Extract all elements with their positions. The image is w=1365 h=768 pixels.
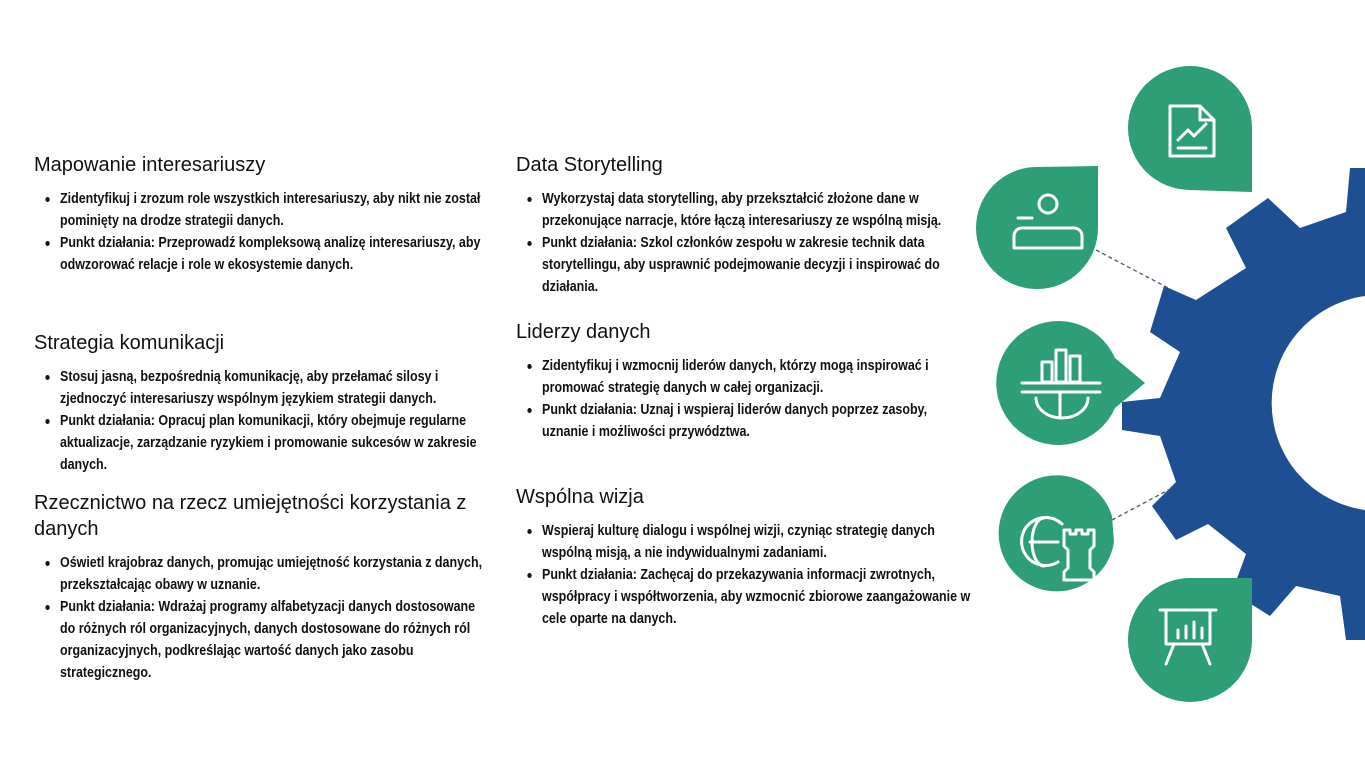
- bullet-item: Punkt działania: Zachęcaj do przekazywan…: [527, 564, 975, 630]
- bullet-list: Zidentyfikuj i zrozum role wszystkich in…: [34, 188, 484, 276]
- connector-line: [1111, 487, 1173, 521]
- bullet-item: Punkt działania: Wdrażaj programy alfabe…: [45, 596, 483, 684]
- section-rzecznictwo: Rzecznictwo na rzecz umiejętności korzys…: [34, 490, 484, 684]
- bullet-list: Oświetl krajobraz danych, promując umiej…: [34, 552, 484, 684]
- bullet-list: Zidentyfikuj i wzmocnij liderów danych, …: [516, 355, 956, 443]
- section-title: Liderzy danych: [516, 321, 651, 343]
- section-title: Strategia komunikacji: [34, 332, 225, 354]
- section-mapowanie-interesariuszy: Mapowanie interesariuszy Zidentyfikuj i …: [34, 152, 484, 276]
- bullet-item: Zidentyfikuj i wzmocnij liderów danych, …: [527, 355, 955, 399]
- presentation-chart-icon: [1158, 608, 1218, 666]
- bullet-item: Punkt działania: Przeprowadź kompleksową…: [45, 232, 483, 276]
- gear-diagram: [976, 66, 1365, 702]
- connectors: [1095, 249, 1173, 521]
- bullet-item: Stosuj jasną, bezpośrednią komunikację, …: [45, 366, 483, 410]
- node-presentation-chart: [1128, 578, 1252, 702]
- bullet-item: Oświetl krajobraz danych, promując umiej…: [45, 552, 483, 596]
- node-person: [976, 166, 1098, 289]
- bullet-item: Punkt działania: Uznaj i wspieraj lideró…: [527, 399, 955, 443]
- person-icon: [1012, 193, 1084, 250]
- node-shape: [998, 475, 1114, 592]
- globe-rook-icon: [1020, 516, 1096, 582]
- bullet-list: Wspieraj kulturę dialogu i wspólnej wizj…: [516, 520, 976, 630]
- gear-shape: [1122, 168, 1365, 640]
- gear: [1122, 168, 1365, 640]
- bullet-list: Wykorzystaj data storytelling, aby przek…: [516, 188, 956, 298]
- section-title: Mapowanie interesariuszy: [34, 154, 266, 176]
- section-wspolna-wizja: Wspólna wizja Wspieraj kulturę dialogu i…: [516, 484, 976, 630]
- bullet-item: Wspieraj kulturę dialogu i wspólnej wizj…: [527, 520, 975, 564]
- bar-chart-globe-icon: [1020, 348, 1102, 420]
- section-title: Rzecznictwo na rzecz umiejętności korzys…: [34, 492, 467, 540]
- node-document-chart: [1128, 66, 1252, 192]
- node-shape: [1128, 578, 1252, 702]
- bullet-item: Wykorzystaj data storytelling, aby przek…: [527, 188, 955, 232]
- document-chart-icon: [1168, 104, 1216, 158]
- node-bar-chart-globe: [996, 321, 1145, 445]
- section-liderzy-danych: Liderzy danych Zidentyfikuj i wzmocnij l…: [516, 319, 956, 443]
- node-shape: [1128, 66, 1252, 192]
- bullet-item: Zidentyfikuj i zrozum role wszystkich in…: [45, 188, 483, 232]
- node-globe-rook: [998, 475, 1114, 592]
- section-strategia-komunikacji: Strategia komunikacji Stosuj jasną, bezp…: [34, 330, 484, 476]
- connector-line: [1095, 249, 1173, 291]
- bullet-item: Punkt działania: Opracuj plan komunikacj…: [45, 410, 483, 476]
- section-title: Data Storytelling: [516, 154, 663, 176]
- bullet-item: Punkt działania: Szkol członków zespołu …: [527, 232, 955, 298]
- section-title: Wspólna wizja: [516, 486, 644, 508]
- section-data-storytelling: Data Storytelling Wykorzystaj data story…: [516, 152, 956, 298]
- bullet-list: Stosuj jasną, bezpośrednią komunikację, …: [34, 366, 484, 476]
